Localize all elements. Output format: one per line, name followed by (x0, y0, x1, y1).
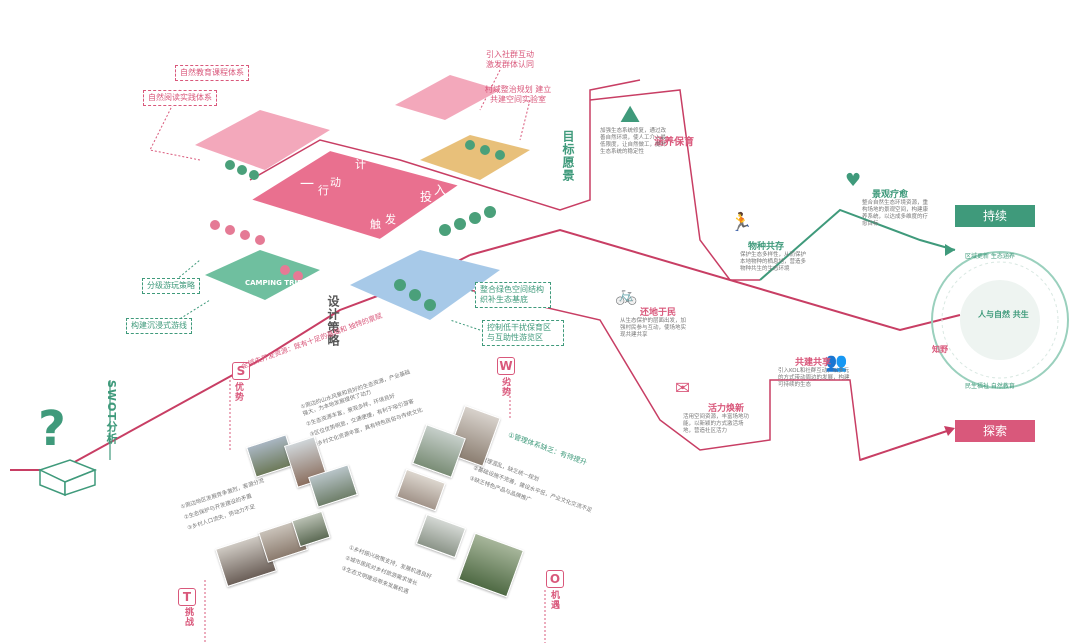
goal-vitality-desc: 活用空间资源，丰富场地功能，以新颖的方式激活场地，营造社区活力 (683, 414, 750, 434)
center-char-2: 行 (318, 184, 329, 197)
tag-tour-strategy: 分级游玩策略 (142, 278, 200, 294)
tag-village-governance-text: 村域整治规划 建立共建空间实验室 (484, 85, 552, 104)
center-char-8: 计 (355, 158, 366, 171)
goal-conservation-desc: 加强生态系统修复，通过改善自然环境，使人工介入最低限度，让自然做工，提升生态系统… (600, 128, 667, 155)
outcome-ring-bottom: 民生福祉 自然教育 (965, 383, 1015, 390)
runner-icon: 🏃 (730, 212, 753, 233)
tag-community-bond-text: 引入社群互动 激发群体认同 (486, 50, 534, 69)
sustain-banner: 持续 (955, 205, 1035, 227)
swot-o-name: 机遇 (549, 590, 559, 610)
center-char-3: 动 (330, 176, 341, 189)
swot-s-letter: S (232, 362, 250, 380)
center-char-7: 发 (385, 213, 396, 226)
goal-healing-name: 景观疗愈 (872, 190, 909, 200)
tag-reduce-disturbance-text: 控制低干扰保育区 与互助性游览区 (487, 323, 551, 342)
tag-nature-education: 自然教育课程体系 (175, 65, 249, 81)
center-char-6: 触 (370, 218, 381, 231)
swot-w-letter: W (497, 357, 515, 375)
center-char-5: 入 (434, 183, 447, 197)
bicycle-icon: 🚲 (615, 285, 638, 306)
camping-trip-label: CAMPING TRIP (245, 279, 303, 287)
goal-vitality-name: 活力焕新 (708, 404, 745, 414)
tag-reduce-disturbance: 控制低干扰保育区 与互助性游览区 (482, 320, 564, 346)
tag-immersive-route: 构建沉浸式游线 (126, 318, 192, 334)
swot-t-name: 挑战 (183, 607, 193, 627)
question-icon: ? (38, 401, 66, 457)
heart-icon: ♥ (845, 170, 862, 191)
goal-species-name: 物种共存 (748, 242, 785, 252)
center-char-1: 一 (300, 177, 314, 193)
goal-return-desc: 从生态保护的层面出发，加强村民参与互动，使场地实现共建共享 (620, 318, 687, 338)
goal-return-name: 还地于民 (640, 308, 677, 318)
tag-nature-reading: 自然阅读实践体系 (143, 90, 217, 106)
explore-banner: 探索 (955, 420, 1035, 442)
swot-o-letter: O (546, 570, 564, 588)
goal-cobuild-desc: 引入KOL和社群互动，以多元的方式带动周边的发展，构建可持续的生态 (778, 368, 850, 388)
swot-title: SWOT分析 (105, 380, 118, 445)
swot-t-letter: T (178, 588, 196, 606)
swot-w-name: 劣势 (500, 377, 510, 397)
goal-healing-desc: 整合自然生态环境资源，重构场地的景观空间，构建康养系统，以达成多维度的疗愈目标 (862, 200, 929, 227)
outcome-ring-left: 知野 (932, 345, 948, 354)
people-icon: 👥 (825, 352, 848, 373)
outcome-ring-top: 区域更新 生态涵养 (965, 253, 1015, 260)
goal-vision-title: 目标愿景 (561, 130, 575, 182)
tag-green-integration-text: 整合绿色空间结构 织补生态基底 (480, 285, 544, 304)
goal-conservation-name: 涵养保育 (654, 137, 694, 148)
center-char-4: 投 (420, 190, 433, 204)
goal-species-desc: 保护生态多样性，从而保护本地物种的栖息地，营造多物种共生的生态环境 (740, 252, 807, 272)
envelope-icon: ✉ (675, 378, 691, 399)
swot-s-name: 优势 (233, 382, 243, 402)
mountain-icon: ⛰ (620, 100, 641, 128)
tag-village-governance: 村域整治规划 建立共建空间实验室 (483, 85, 553, 105)
design-strategy-title: 设计策略 (326, 295, 340, 347)
outcome-core: 人与自然 共生 (978, 310, 1029, 319)
tag-green-integration: 整合绿色空间结构 织补生态基底 (475, 282, 551, 308)
tag-community-bond: 引入社群互动 激发群体认同 (482, 50, 538, 70)
goal-cobuild-name: 共建共享 (795, 358, 832, 368)
